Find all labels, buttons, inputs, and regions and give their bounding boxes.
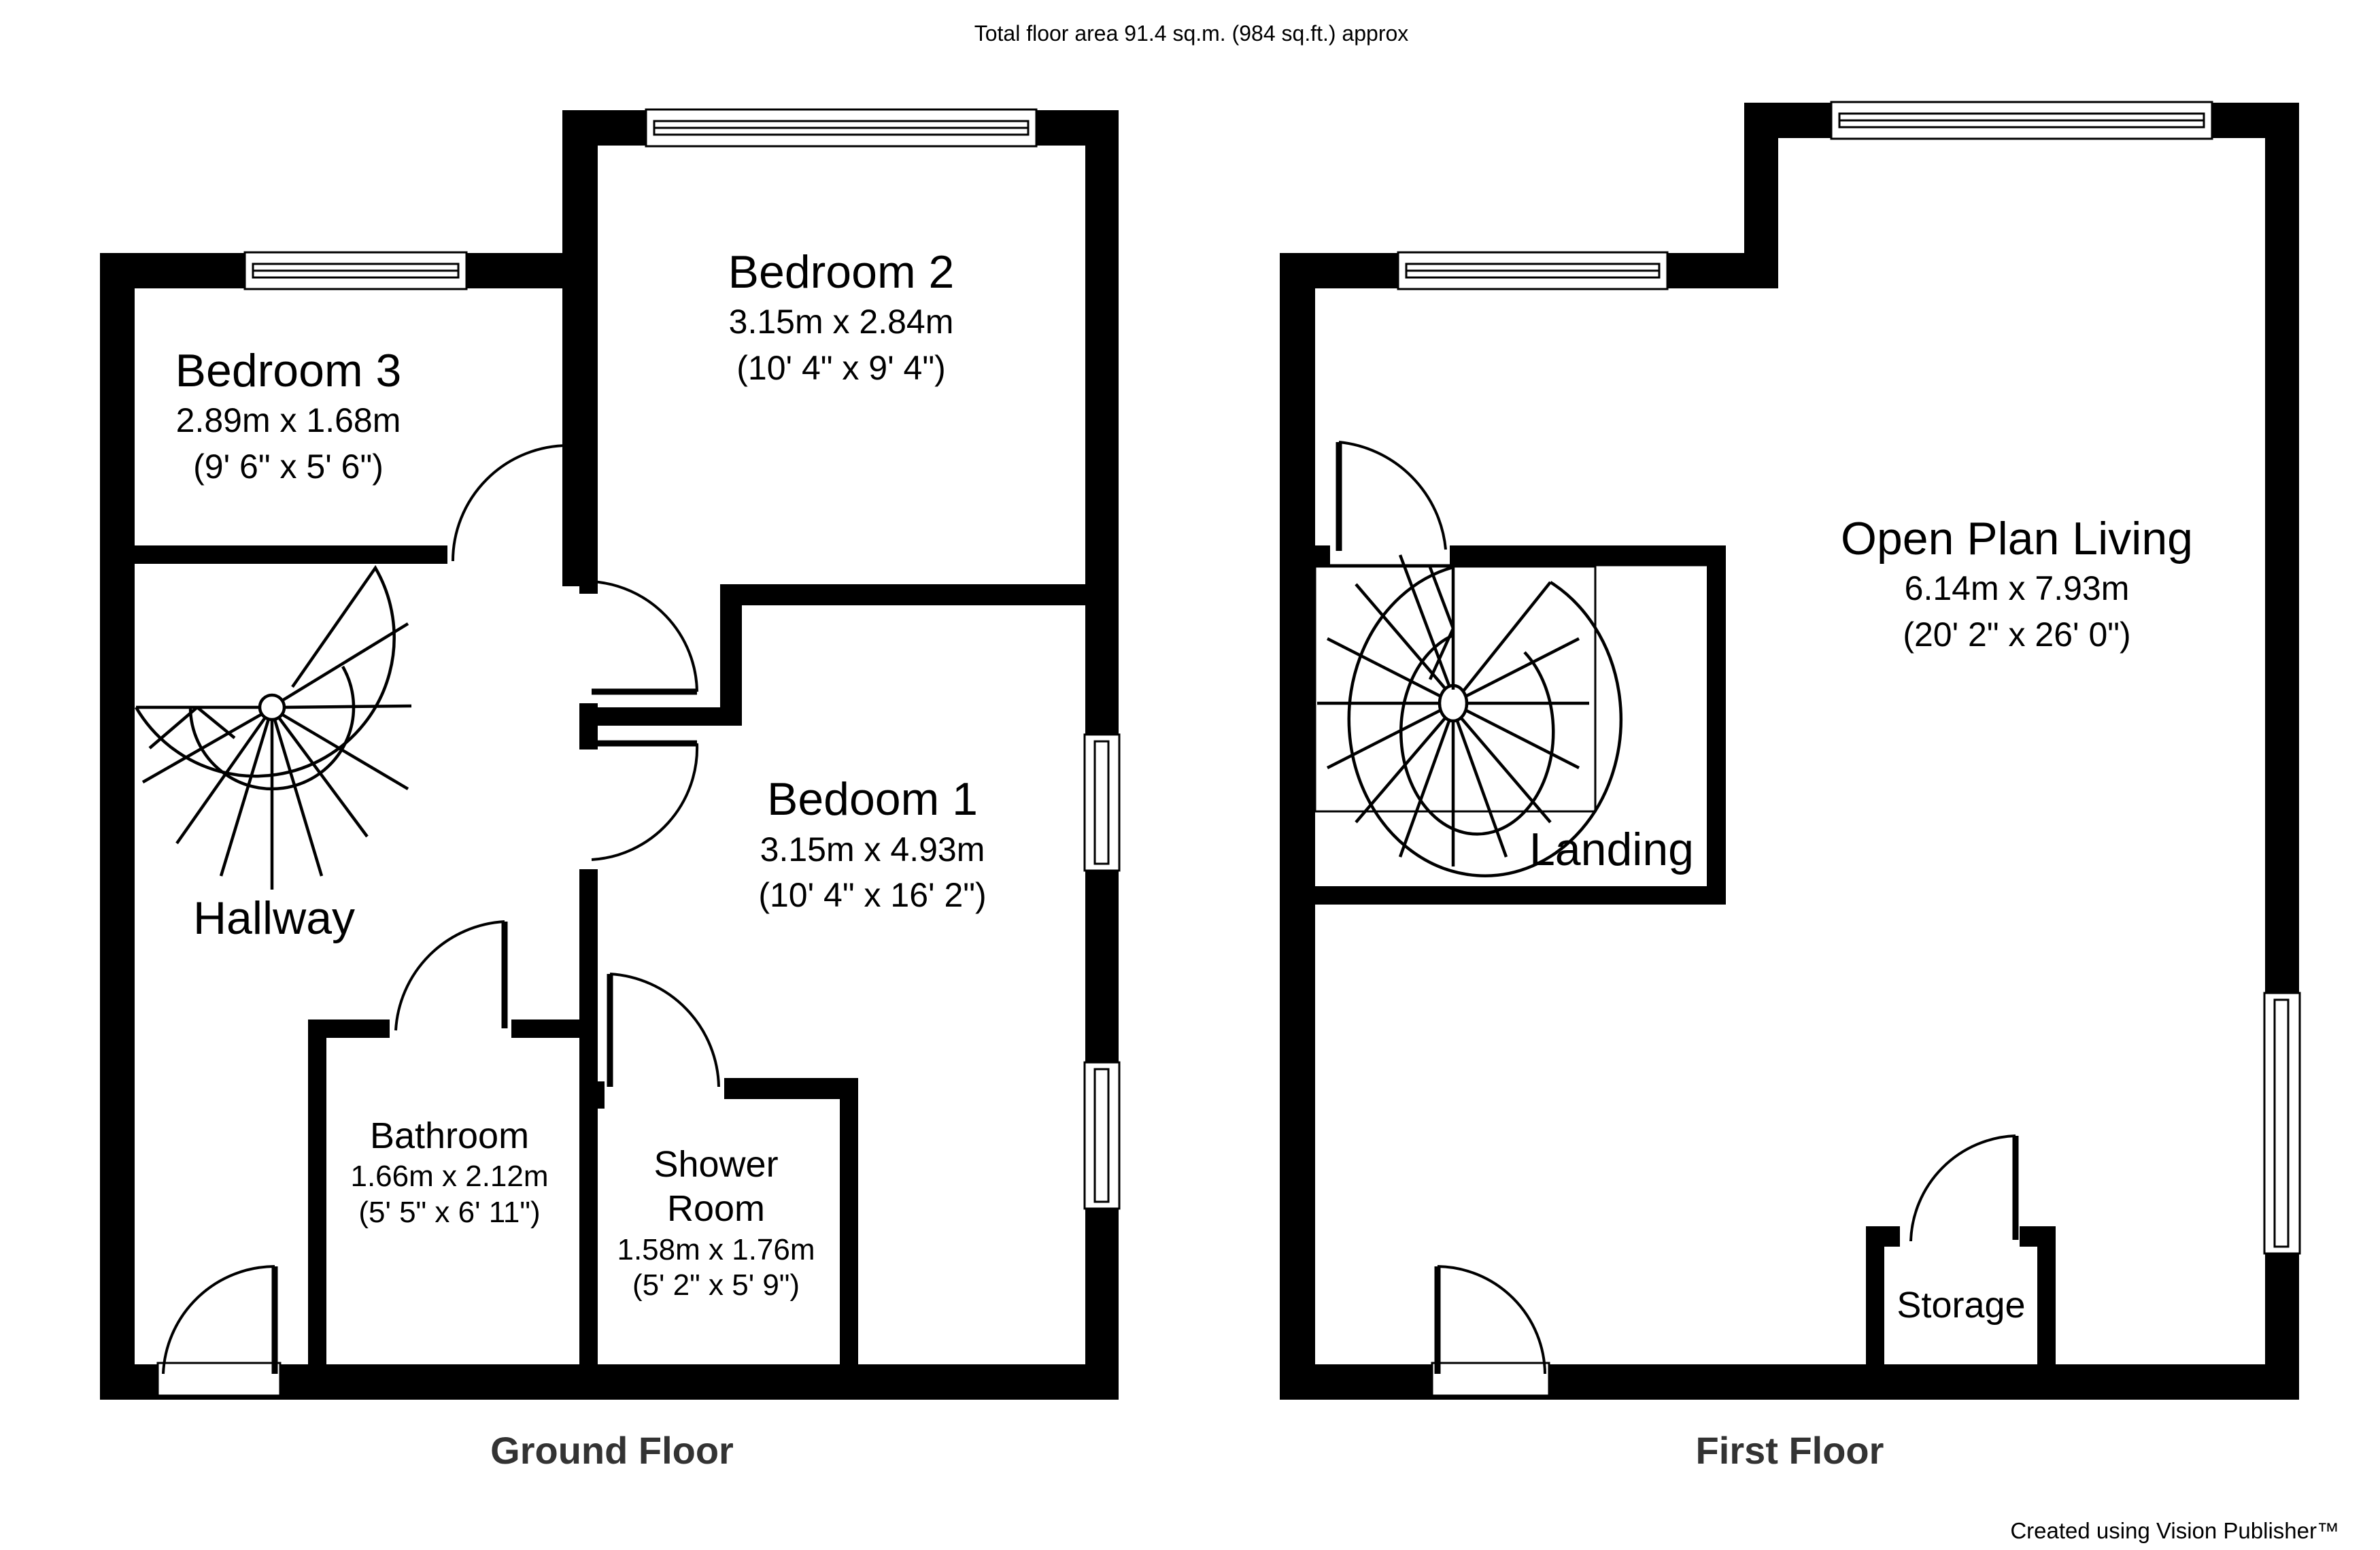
door-swing-icon: [452, 444, 572, 562]
room-name: Open Plan Living: [1841, 513, 2193, 565]
total-floor-area: Total floor area 91.4 sq.m. (984 sq.ft.)…: [974, 21, 1409, 46]
wall: [579, 564, 598, 594]
wall: [598, 1081, 605, 1109]
room-name: Landing: [1529, 824, 1694, 875]
door-swing-icon: [577, 580, 698, 701]
wall: [840, 1078, 858, 1364]
room-name: Shower: [653, 1144, 778, 1185]
wall: [308, 1020, 326, 1364]
window-icon: [1083, 733, 1121, 872]
room-metric: 1.58m x 1.76m: [617, 1233, 815, 1266]
wall: [724, 1078, 858, 1099]
wall: [579, 869, 598, 1364]
room-name: Storage: [1897, 1285, 2025, 1326]
room-metric: 1.66m x 2.12m: [350, 1160, 548, 1193]
wall: [589, 707, 742, 726]
room-metric: 3.15m x 2.84m: [729, 303, 954, 341]
room-imperial: (20' 2" x 26' 0"): [1903, 616, 2130, 654]
room-imperial: (5' 2" x 5' 9"): [632, 1268, 800, 1302]
credit-text: Created using Vision Publisher™: [2010, 1518, 2339, 1543]
room-name: Hallway: [193, 892, 355, 944]
door-swing-icon: [156, 1265, 282, 1397]
first-floor-plan: Open Plan Living 6.14m x 7.93m (20' 2" x…: [1280, 101, 2301, 1472]
wall: [1315, 545, 1330, 565]
spiral-staircase-icon: [135, 565, 412, 890]
door-swing-icon: [591, 740, 699, 861]
room-metric: 6.14m x 7.93m: [1905, 569, 2130, 607]
wall: [1707, 545, 1726, 905]
room-metric: 2.89m x 1.68m: [176, 401, 401, 439]
door-swing-icon: [1909, 1134, 2019, 1242]
wall: [2037, 1226, 2056, 1364]
wall: [720, 584, 742, 720]
room-imperial: (10' 4" x 9' 4"): [736, 349, 946, 387]
wall: [135, 545, 447, 564]
wall: [1315, 886, 1726, 905]
wall: [100, 253, 135, 1400]
door-swing-icon: [1336, 441, 1447, 551]
room-metric: 3.15m x 4.93m: [760, 830, 985, 869]
wall: [575, 545, 598, 564]
wall: [720, 584, 1085, 605]
spiral-staircase-icon: [1314, 554, 1622, 877]
room-imperial: (10' 4" x 16' 2"): [758, 876, 986, 914]
wall: [1866, 1226, 1884, 1364]
window-icon: [2263, 992, 2301, 1255]
ground-floor-plan: Bedroom 3 2.89m x 1.68m (9' 6" x 5' 6") …: [100, 108, 1121, 1472]
room-imperial: (9' 6" x 5' 6"): [193, 448, 384, 486]
wall: [2020, 1226, 2056, 1247]
room-name: Bedroom 2: [728, 246, 955, 298]
floor-title: Ground Floor: [490, 1429, 734, 1472]
room-imperial: (5' 5" x 6' 11"): [358, 1196, 540, 1229]
door-swing-icon: [394, 920, 508, 1031]
door-swing-icon: [607, 973, 720, 1088]
room-name: Bedoom 1: [767, 773, 978, 825]
window-icon: [1830, 101, 2213, 140]
wall: [1280, 253, 1315, 1400]
window-icon: [645, 108, 1038, 148]
room-name: Bedroom 3: [175, 345, 402, 397]
window-icon: [1397, 251, 1669, 290]
wall: [308, 1020, 390, 1038]
room-name: Room: [667, 1188, 765, 1229]
door-swing-icon: [1431, 1265, 1550, 1397]
wall: [1450, 545, 1726, 565]
wall: [511, 1020, 598, 1038]
room-name: Bathroom: [370, 1115, 529, 1156]
floor-title: First Floor: [1696, 1429, 1884, 1472]
window-icon: [243, 251, 468, 290]
window-icon: [1083, 1061, 1121, 1210]
wall: [1866, 1226, 1900, 1247]
